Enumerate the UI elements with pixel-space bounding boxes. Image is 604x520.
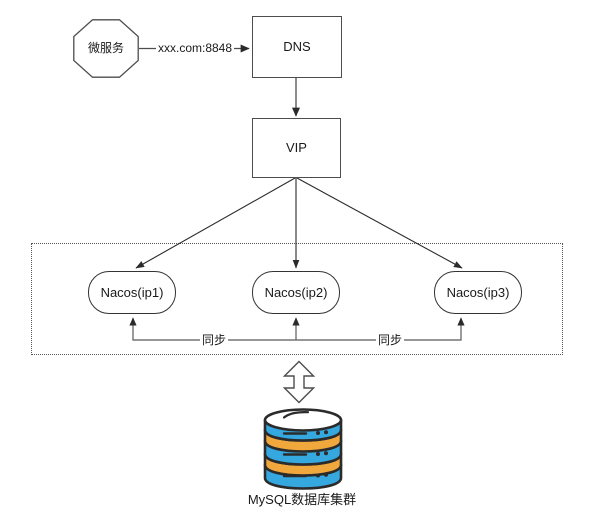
node-microservice-label: 微服务 xyxy=(87,41,124,56)
bidirectional-arrow-icon xyxy=(282,360,316,404)
node-nacos-ip2-label: Nacos(ip2) xyxy=(264,284,328,300)
node-database[interactable] xyxy=(258,408,350,492)
node-nacos-ip3[interactable]: Nacos(ip3) xyxy=(434,271,522,314)
octagon-shape xyxy=(73,19,139,78)
edge-label-sync-right: 同步 xyxy=(376,333,405,347)
node-dns-label: DNS xyxy=(283,39,311,55)
node-nacos-ip1[interactable]: Nacos(ip1) xyxy=(88,271,176,314)
node-microservice[interactable]: 微服务 xyxy=(73,19,139,78)
node-vip[interactable]: VIP xyxy=(252,118,341,178)
node-vip-label: VIP xyxy=(286,140,307,156)
edge-label-sync-left: 同步 xyxy=(200,333,229,347)
node-nacos-ip1-label: Nacos(ip1) xyxy=(100,284,164,300)
node-database-label: MySQL数据库集群 xyxy=(247,492,357,507)
node-nacos-ip2[interactable]: Nacos(ip2) xyxy=(252,271,340,314)
edge-label-microservice-to-dns: xxx.com:8848 xyxy=(156,41,235,55)
node-dns[interactable]: DNS xyxy=(252,16,342,78)
node-nacos-ip3-label: Nacos(ip3) xyxy=(446,284,510,300)
